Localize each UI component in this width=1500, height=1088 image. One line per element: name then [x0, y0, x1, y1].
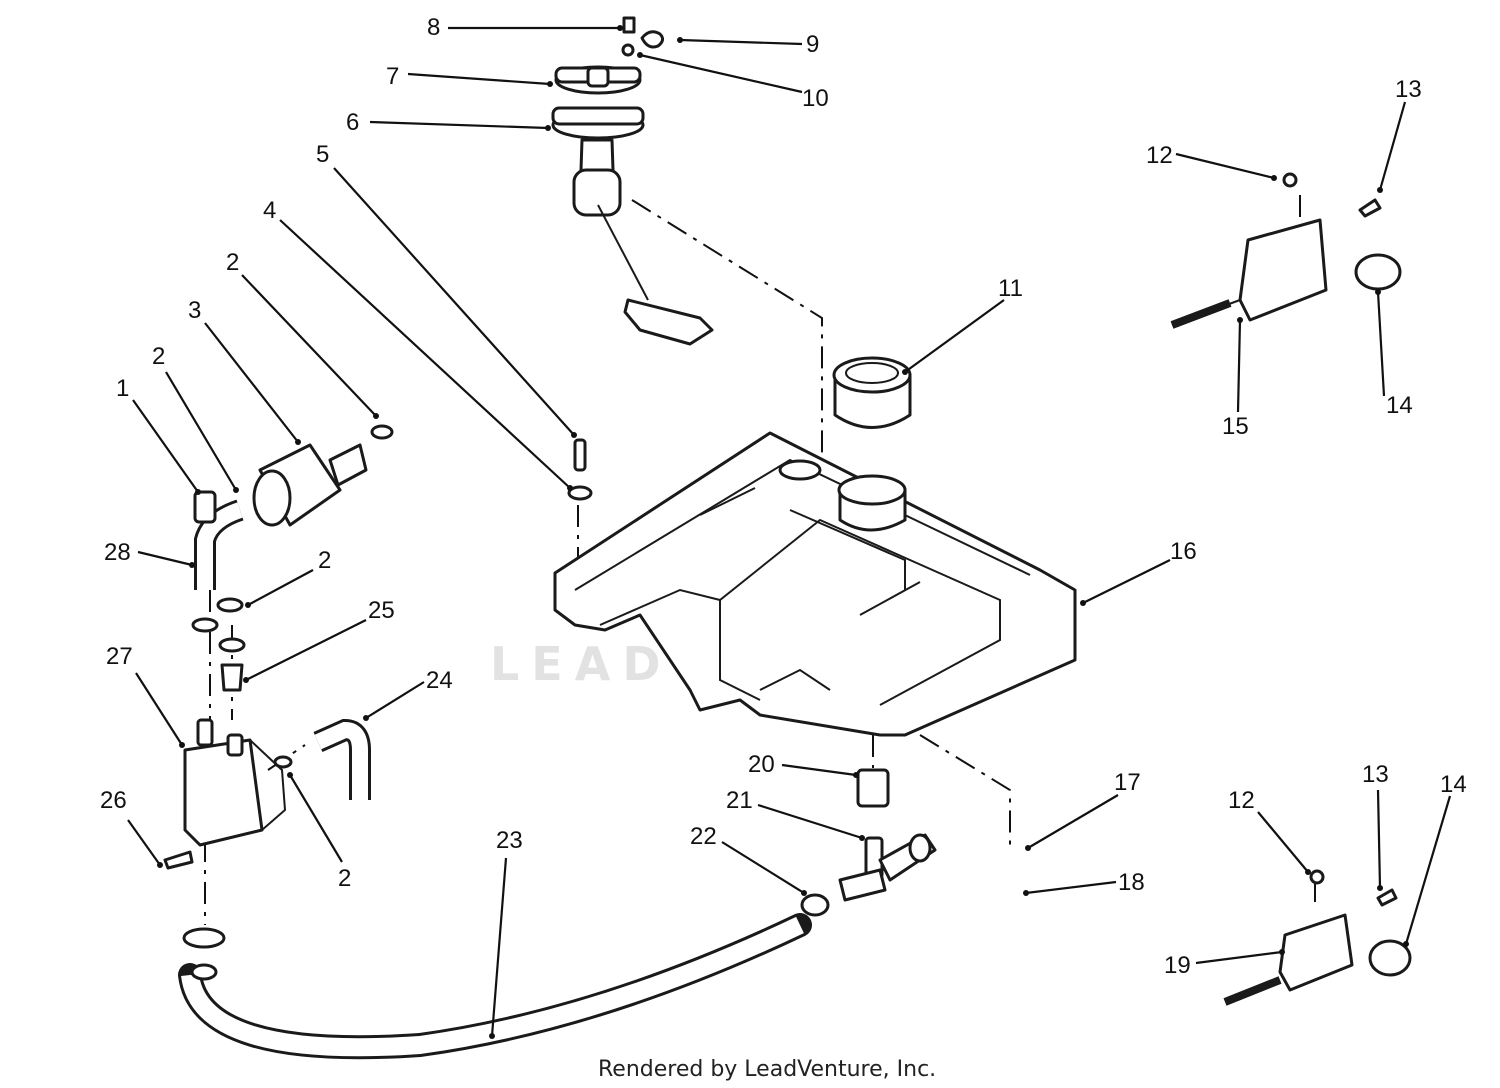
callout-2: 2 — [318, 547, 331, 574]
callout-17: 17 — [1114, 769, 1141, 796]
callout-12: 12 — [1146, 142, 1173, 169]
callout-19: 19 — [1164, 952, 1191, 979]
sending-unit — [551, 16, 714, 346]
callout-25: 25 — [368, 597, 395, 624]
fuel-hose — [178, 913, 812, 1060]
callout-11: 11 — [998, 275, 1023, 302]
callout-21: 21 — [726, 787, 753, 814]
callout-2: 2 — [226, 249, 239, 276]
fuel-filter — [191, 424, 394, 692]
callout-12: 12 — [1228, 787, 1255, 814]
switch-bracket-lower — [1223, 869, 1412, 1006]
callout-18: 18 — [1118, 869, 1145, 896]
callout-24: 24 — [426, 667, 453, 694]
callout-13: 13 — [1362, 761, 1389, 788]
callout-14: 14 — [1440, 771, 1467, 798]
callout-13: 13 — [1395, 76, 1422, 103]
callout-16: 16 — [1170, 538, 1197, 565]
callout-26: 26 — [100, 787, 127, 814]
callout-9: 9 — [806, 31, 819, 58]
callout-5: 5 — [316, 141, 329, 168]
fuel-tank — [553, 431, 1077, 737]
callout-labels: 1 2 2 2 2 3 4 5 6 7 8 9 10 11 12 12 13 1… — [100, 14, 1467, 979]
credit-text: Rendered by LeadVenture, Inc. — [598, 1057, 936, 1082]
callout-20: 20 — [748, 751, 775, 778]
callout-23: 23 — [496, 827, 523, 854]
callout-2: 2 — [338, 865, 351, 892]
callout-3: 3 — [188, 297, 201, 324]
callout-14: 14 — [1386, 392, 1413, 419]
callout-10: 10 — [802, 85, 829, 112]
switch-bracket-upper — [1170, 172, 1402, 329]
callout-1: 1 — [116, 375, 129, 402]
fuel-fittings — [800, 768, 937, 917]
callout-15: 15 — [1222, 413, 1249, 440]
tank-screw — [567, 438, 593, 501]
callout-7: 7 — [386, 63, 399, 90]
fuel-pump — [163, 718, 371, 870]
leader-lines — [127, 25, 1452, 1039]
callout-22: 22 — [690, 823, 717, 850]
callout-28: 28 — [104, 539, 131, 566]
callout-4: 4 — [263, 197, 276, 224]
fuel-cap — [832, 356, 912, 429]
callout-2: 2 — [152, 343, 165, 370]
callout-27: 27 — [106, 643, 133, 670]
callout-8: 8 — [427, 14, 440, 41]
callout-6: 6 — [346, 109, 359, 136]
